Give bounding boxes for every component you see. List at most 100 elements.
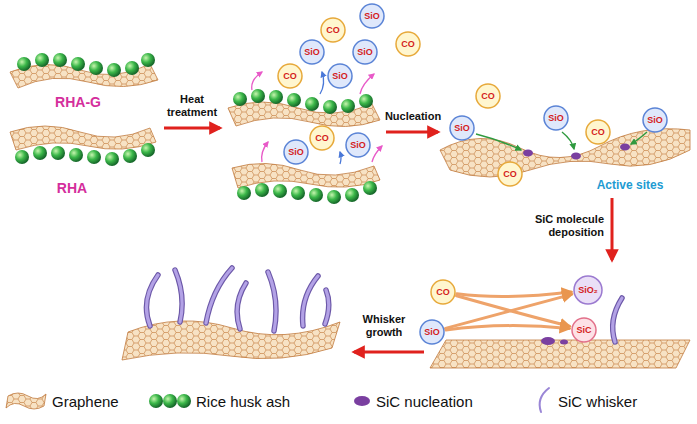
step-label: Heat treatment [160,93,224,118]
ash-ball [237,186,251,200]
ash-ball [233,92,247,106]
ash-ball [125,61,139,75]
species-formula: SiO [647,116,663,125]
ash-ball [359,94,373,108]
ash-ball [53,53,67,67]
graphene-sheet [228,102,380,127]
bubble-circle [353,40,377,64]
species-formula: SiO [304,48,320,57]
species-bubble: CO [320,17,346,43]
species-bubble: SiO₂ [573,275,603,305]
species-formula: SiO [357,48,373,57]
species-formula: CO [401,40,415,49]
adsorption-arrow [476,134,521,150]
species-formula: SiO [288,148,304,157]
species-formula: CO [315,134,329,143]
gas-release-arrow [252,72,262,90]
ash-ball [15,150,29,164]
ash-ball [141,53,155,67]
species-formula: SiO [548,114,564,123]
graphene-sheet [10,126,156,150]
species-formula: CO [481,92,495,101]
ash-ball [327,190,341,204]
ash-ball [123,149,137,163]
ash-ball [69,148,83,162]
species-bubble: SiO [352,39,378,65]
sic-nucleus [620,144,630,151]
species-bubble: CO [475,83,501,109]
species-bubble: SiO [283,139,309,165]
sic-whisker [613,298,622,342]
legend-nucleation-sample [354,396,370,406]
ash-ball [269,90,283,104]
bubble-circle [396,32,420,56]
step-label: Whisker growth [353,313,415,338]
species-bubble: SiO [299,39,325,65]
species-formula: SiO [454,124,470,133]
legend-text: SiC nucleation [376,393,473,410]
species-bubble: SiC [571,317,597,343]
sic-nucleus [560,340,568,345]
ash-balls [233,89,373,114]
bubble-circle [572,318,596,342]
species-formula: CO [503,170,517,179]
species-bubble: CO [585,119,611,145]
step-label: Nucleation [385,110,441,123]
species-formula: SiO [332,72,348,81]
bubble-circle [431,280,455,304]
ash-ball [305,97,319,111]
ash-balls [237,181,377,204]
sic-nucleus [523,150,533,157]
graphene-sheet [430,340,690,368]
ash-ball [287,93,301,107]
species-bubble: CO [395,31,421,57]
reaction-arrow [446,294,572,328]
ash-ball [33,146,47,160]
species-bubble: SiO [642,107,668,133]
gas-release-arrow [262,142,268,162]
ash-ball [255,183,269,197]
species-formula: CO [591,128,605,137]
species-bubble: SiO [419,319,445,345]
legend-text: Rice husk ash [196,393,290,410]
ash-ball [141,143,155,157]
sic-whisker [613,298,622,342]
process-arrow [386,131,438,134]
reaction-arrow [446,326,569,330]
species-bubble: SiO [543,105,569,131]
legend-ash-sample [149,394,191,408]
ash-ball [89,61,103,75]
legend-graphene-sample [6,393,46,409]
sample-label: RHA-G [55,94,101,110]
callout-label: Active sites [597,179,664,193]
legend-text: Graphene [52,393,119,410]
graphene-sheet [440,129,690,177]
bubble-circle [328,64,352,88]
sic-nucleus [571,153,581,160]
ash-ball [251,89,265,103]
ash-ball [291,186,305,200]
reaction-arrow [457,292,571,297]
species-bubble: SiO [345,132,371,158]
gas-release-arrow [372,146,382,162]
sic-whisker [146,268,328,331]
bubble-circle [586,120,610,144]
process-arrow [354,351,424,354]
bubble-circle [574,276,602,304]
gas-release-arrow [320,72,324,94]
gas-release-arrow [360,74,374,94]
sic-whisker [146,268,328,331]
ash-ball [323,100,337,114]
bubble-circle [544,106,568,130]
ash-ball [17,57,31,71]
ash-ball [309,188,323,202]
species-formula: SiO [364,12,380,21]
species-bubble: SiO [449,115,475,141]
graphene-sheet [122,321,340,360]
bubble-circle [643,108,667,132]
species-bubble: CO [277,63,303,89]
bubble-circle [300,40,324,64]
graphene-sheet [232,163,380,188]
